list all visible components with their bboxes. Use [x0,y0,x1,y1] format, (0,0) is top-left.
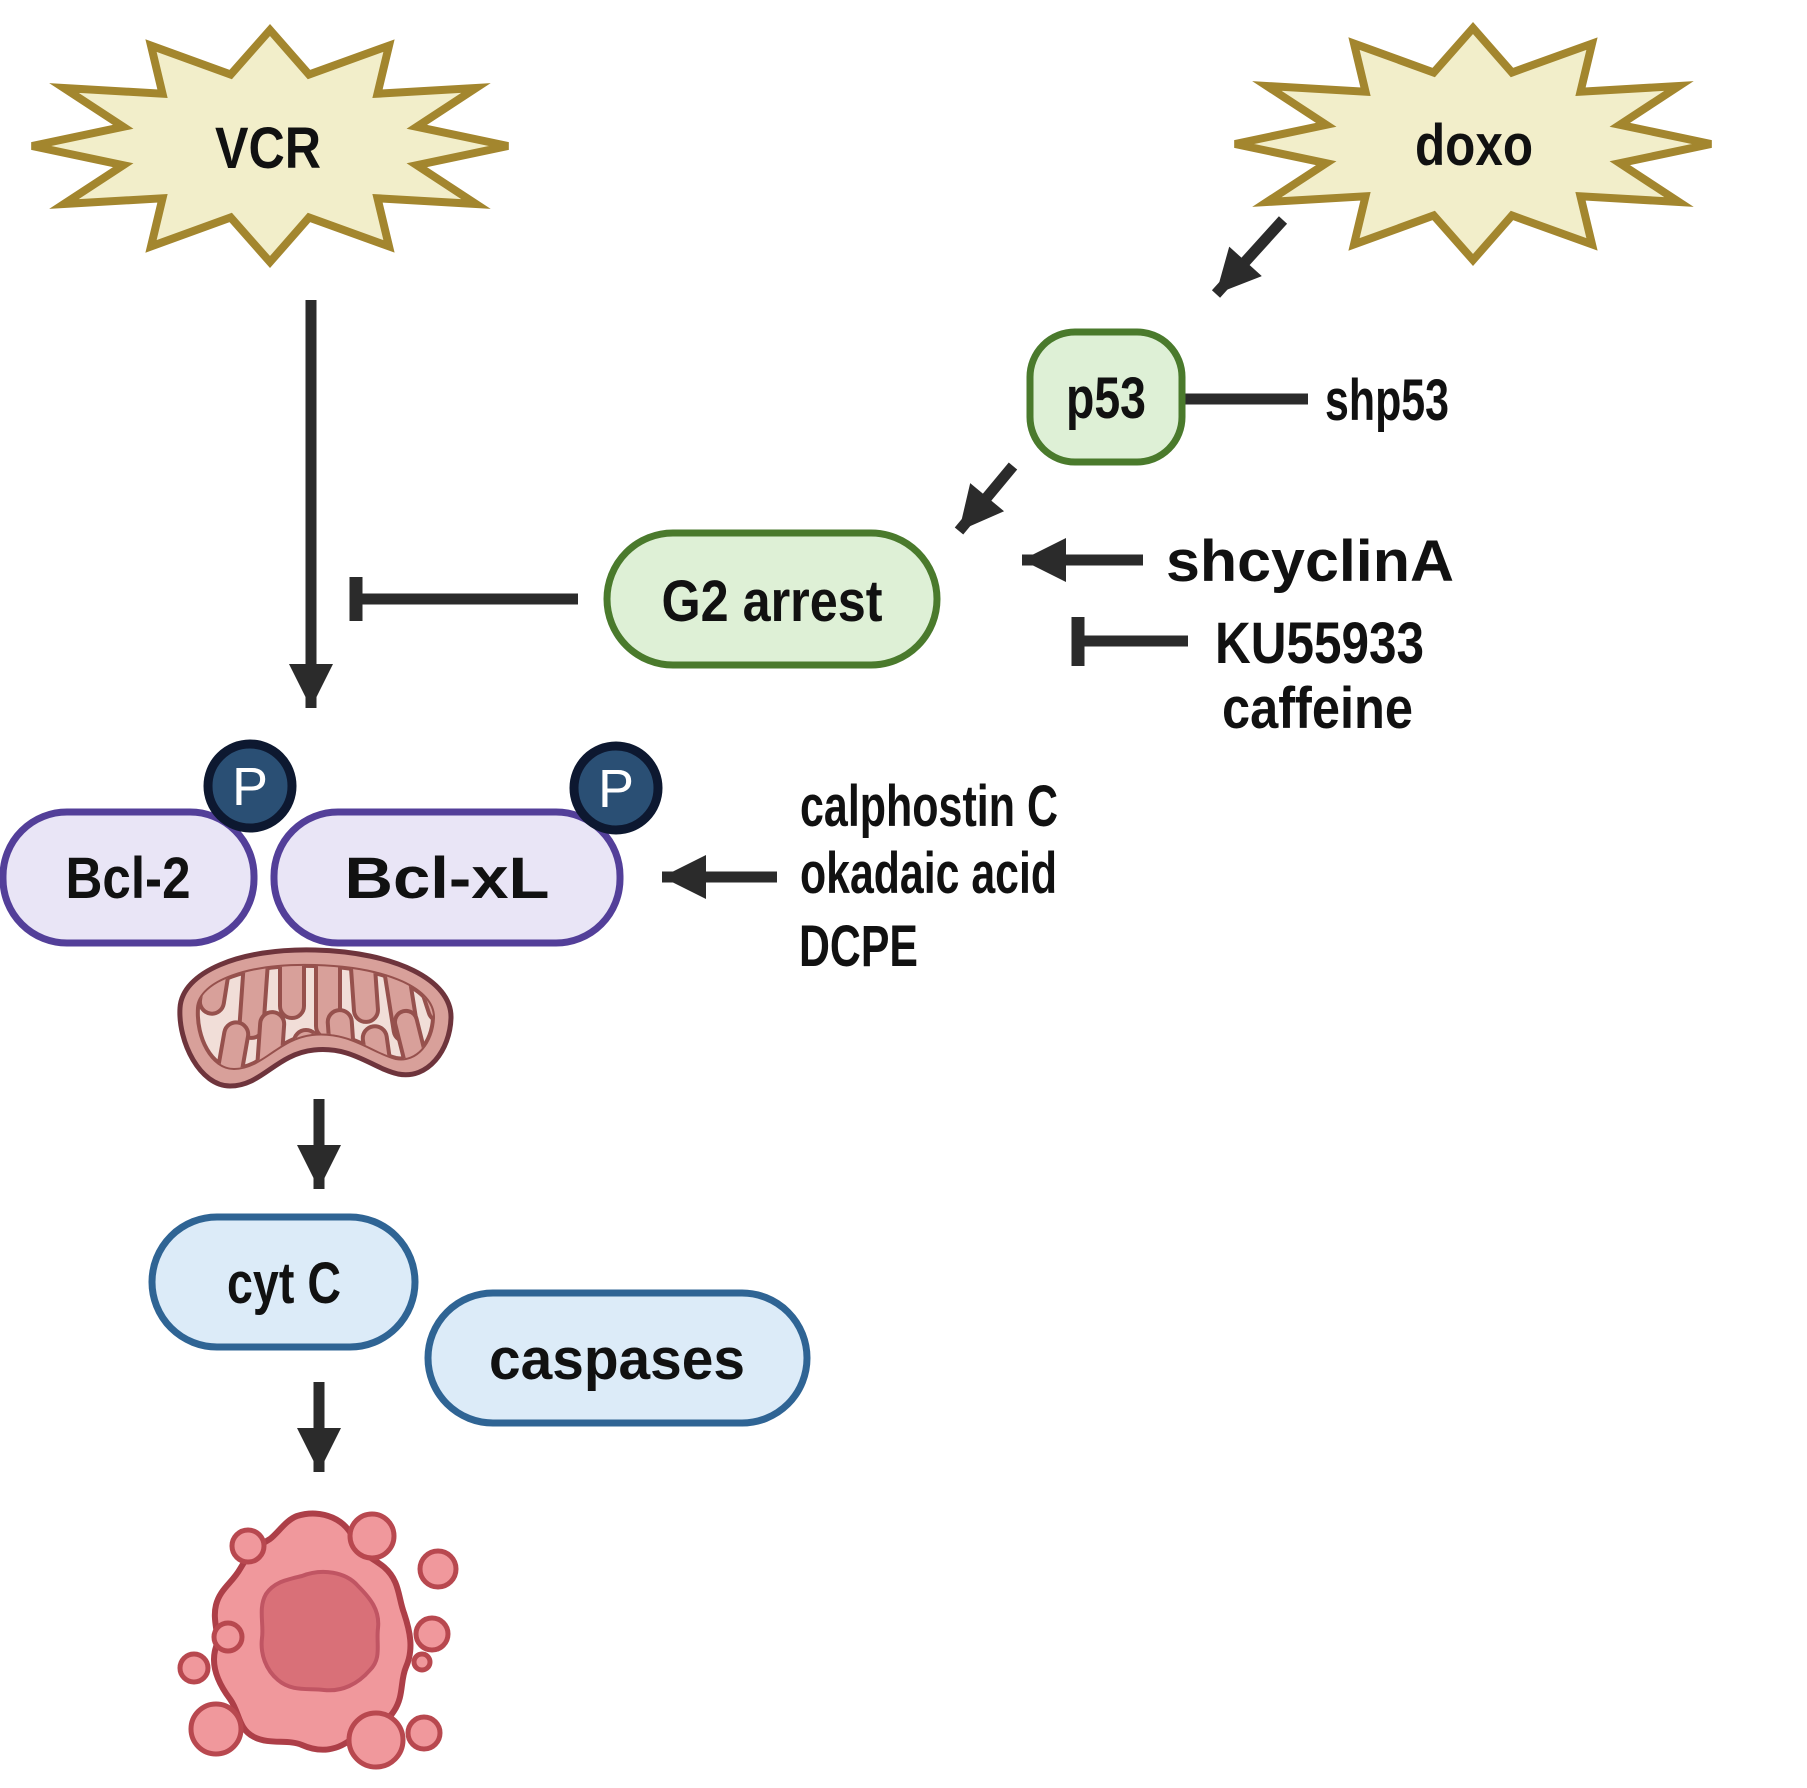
apoptotic-body [347,1511,397,1561]
cytc-node [148,1213,419,1351]
ku55933-label: KU55933 [1215,611,1424,676]
edges [289,216,1308,1472]
phospho-p-label: P [598,759,634,819]
apoptotic-body [417,1548,459,1590]
doxo-starburst-icon [1234,21,1712,267]
phospho-badge-bclxl [569,741,663,835]
vcr-starburst-icon [31,23,509,269]
activation-arrow-doxo-to-p53 [1211,216,1288,298]
calphostin-c-label: calphostin C [800,774,1058,839]
shcyclina-label: shcyclinA [1166,529,1454,594]
apoptotic-body [188,1701,244,1757]
mitochondria-icon [177,947,454,1089]
g2-arrest-node [603,529,941,669]
phospho-p-label: P [232,757,268,817]
caffeine-label: caffeine [1222,676,1413,741]
doxo-label: doxo [1415,113,1533,178]
apoptotic-body [177,1651,211,1685]
apoptotic-body [405,1714,443,1752]
p53-label: p53 [1066,366,1146,431]
g2-arrest-label: G2 arrest [662,569,883,634]
caspases-node [424,1289,811,1427]
bclxl-label: Bcl-xL [345,846,550,911]
dcpe-label: DCPE [799,914,918,979]
p53-node [1026,328,1186,466]
apoptotic-body [413,1615,451,1653]
apoptotic-body [411,1651,433,1673]
shp53-label: shp53 [1325,368,1449,433]
apoptotic-body [211,1620,245,1654]
activation-arrow-p53-to-g2arrest [954,462,1018,535]
okadaic-acid-label: okadaic acid [800,841,1057,906]
bcl2-label: Bcl-2 [66,846,191,911]
phospho-badge-bcl2 [203,739,297,833]
cytc-label: cyt C [227,1251,341,1316]
apoptotic-cell-nucleus [259,1569,381,1693]
bcl2-node [0,808,258,947]
apoptotic-cell-icon [177,1510,459,1770]
apoptotic-body [346,1710,406,1770]
apoptotic-body [229,1527,267,1565]
vcr-label: VCR [215,116,321,181]
caspases-label: caspases [489,1327,745,1392]
bclxl-node [270,808,624,947]
